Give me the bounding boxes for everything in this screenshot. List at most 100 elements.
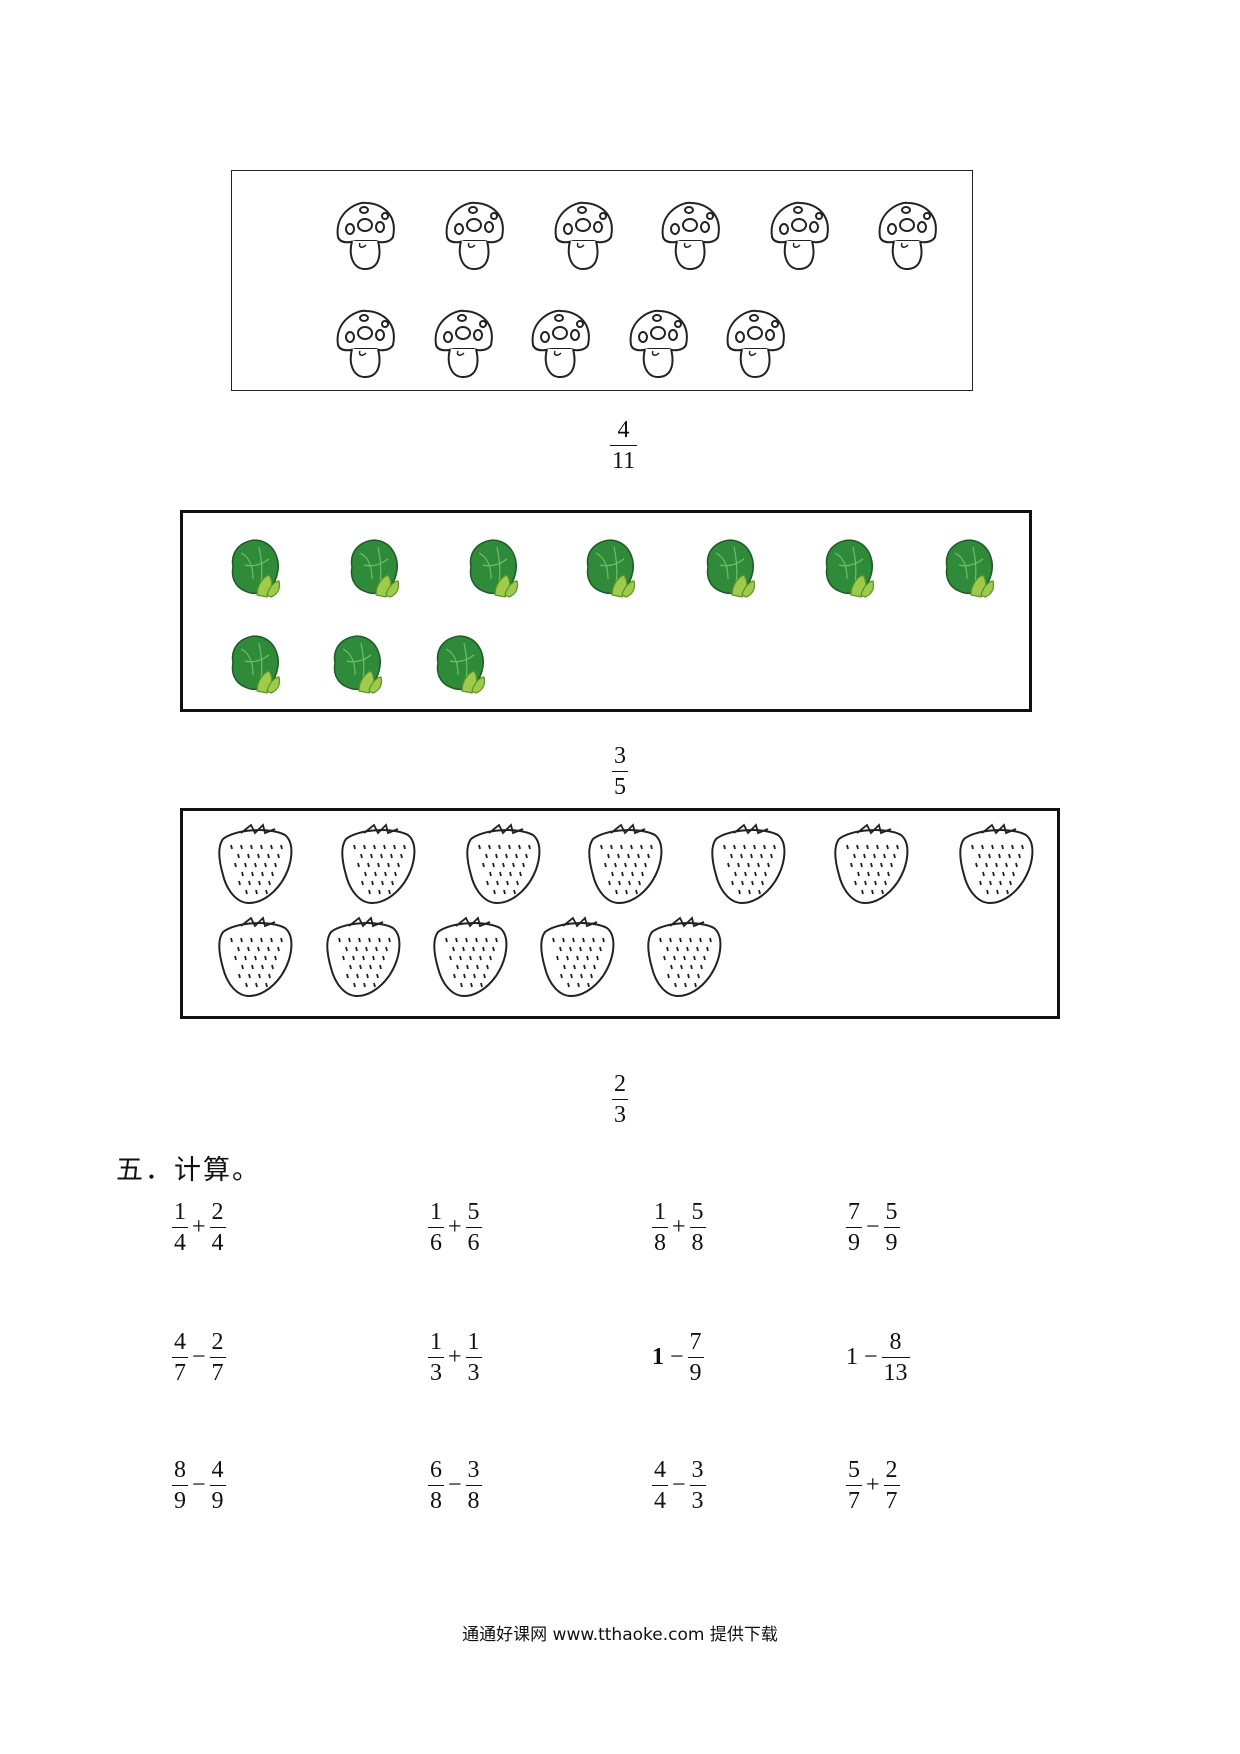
cabbage-icon	[706, 539, 756, 598]
fraction-numerator: 2	[211, 1199, 224, 1225]
fraction-bar	[610, 445, 638, 446]
fraction-bar	[209, 1357, 226, 1358]
fraction-bar	[465, 1227, 482, 1228]
strawberry-icon	[341, 823, 416, 905]
cabbage-icon	[350, 539, 400, 598]
strawberry-box	[180, 808, 1060, 1019]
strawberry-icon	[466, 823, 541, 905]
mushroom-icon	[629, 309, 688, 379]
fraction-denominator: 4	[174, 1230, 186, 1256]
minus-sign: −	[864, 1344, 878, 1370]
fraction-numerator: 7	[848, 1199, 860, 1225]
fraction-denominator: 7	[885, 1488, 898, 1514]
cabbage-box	[180, 510, 1032, 712]
mushroom-box	[231, 170, 973, 391]
fraction-denominator: 13	[883, 1360, 908, 1386]
fraction-numerator: 6	[430, 1457, 442, 1483]
minus-sign: −	[670, 1344, 684, 1370]
fraction-bar	[172, 1227, 188, 1228]
fraction-numerator: 4	[211, 1457, 224, 1483]
strawberry-icon	[711, 823, 786, 905]
fraction-label: 2 3	[612, 1072, 628, 1127]
fraction-bar	[689, 1227, 706, 1228]
fraction-bar	[172, 1357, 188, 1358]
mushroom-icon	[554, 201, 613, 271]
cabbage-icon	[825, 539, 875, 598]
fraction-numerator: 7	[689, 1329, 702, 1355]
mushroom-icon	[770, 201, 829, 271]
fraction-numerator: 4	[654, 1457, 666, 1483]
fraction-numerator: 5	[885, 1199, 898, 1225]
fraction-denominator: 9	[211, 1488, 224, 1514]
fraction-denominator: 9	[174, 1488, 186, 1514]
fraction-numerator: 1	[174, 1199, 186, 1225]
fraction-bar	[612, 1099, 628, 1100]
strawberry-icon	[218, 823, 293, 905]
fraction-denominator: 4	[654, 1488, 666, 1514]
strawberry-icon	[647, 916, 722, 998]
mushroom-icon	[878, 201, 937, 271]
strawberry-icon	[433, 916, 508, 998]
fraction-denominator: 4	[211, 1230, 224, 1256]
cabbage-icon	[945, 539, 995, 598]
mushroom-icon	[531, 309, 590, 379]
fraction-label: 3 5	[612, 744, 628, 799]
mushroom-icon	[726, 309, 785, 379]
plus-sign: +	[866, 1472, 880, 1498]
fraction-bar	[881, 1357, 910, 1358]
whole-number: 1	[846, 1344, 858, 1370]
fraction-numerator: 5	[848, 1457, 860, 1483]
strawberry-icon	[540, 916, 615, 998]
fraction-bar	[428, 1357, 444, 1358]
mushroom-icon	[445, 201, 504, 271]
fraction-bar	[652, 1227, 668, 1228]
fraction-denominator: 3	[467, 1360, 480, 1386]
cabbage-icon	[436, 635, 486, 694]
whole-number: 1	[652, 1344, 664, 1370]
fraction-numerator: 2	[885, 1457, 898, 1483]
fraction-denominator: 8	[654, 1230, 666, 1256]
fraction-bar	[846, 1227, 862, 1228]
fraction-numerator: 1	[430, 1329, 442, 1355]
minus-sign: −	[672, 1472, 686, 1498]
fraction-numerator: 4	[174, 1329, 186, 1355]
cabbage-icon	[231, 539, 281, 598]
fraction-numerator: 3	[467, 1457, 480, 1483]
plus-sign: +	[672, 1214, 686, 1240]
fraction-numerator: 1	[654, 1199, 666, 1225]
minus-sign: −	[192, 1472, 206, 1498]
fraction-numerator: 1	[467, 1329, 480, 1355]
cabbage-icon	[231, 635, 281, 694]
cabbage-icon	[586, 539, 636, 598]
mushroom-icon	[661, 201, 720, 271]
fraction-bar	[172, 1485, 188, 1486]
fraction-bar	[612, 771, 628, 772]
strawberry-icon	[326, 916, 401, 998]
fraction-denominator: 9	[885, 1230, 898, 1256]
fraction-bar	[883, 1485, 900, 1486]
fraction-denominator: 8	[430, 1488, 442, 1514]
fraction-denominator: 8	[467, 1488, 480, 1514]
mushroom-icon	[336, 309, 395, 379]
fraction-bar	[883, 1227, 900, 1228]
strawberry-icon	[834, 823, 909, 905]
